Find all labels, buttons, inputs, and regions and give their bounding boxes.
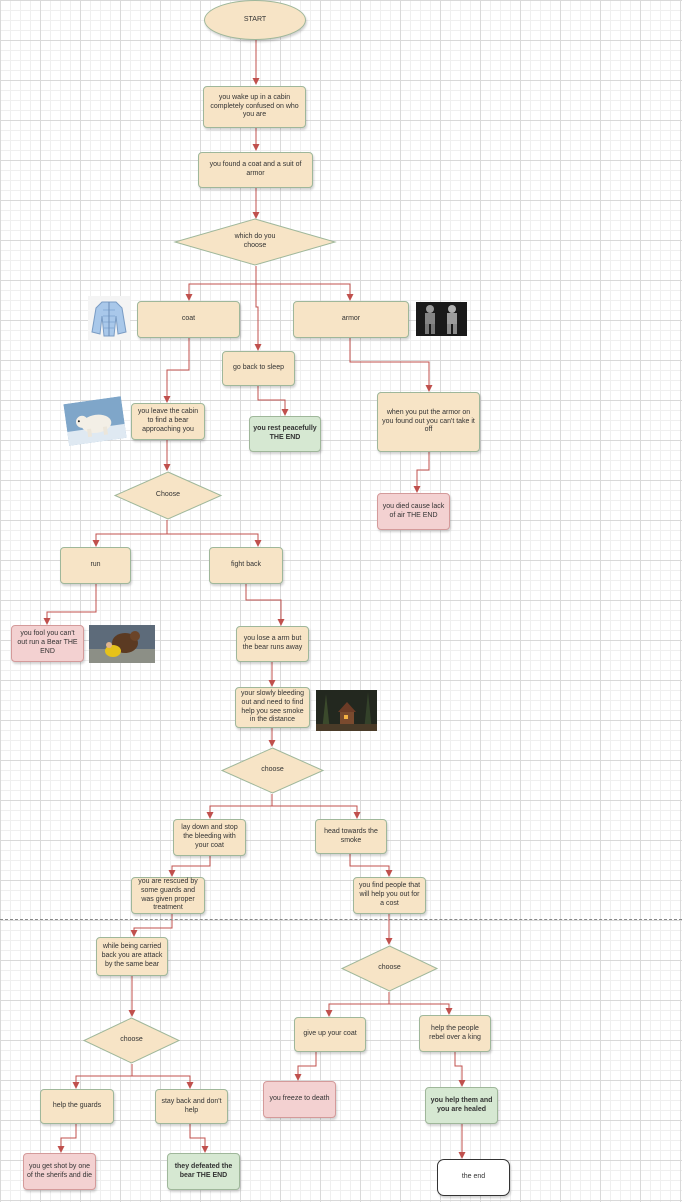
edge-rescued-carried (130, 914, 173, 937)
choose3-label: choose (120, 1036, 143, 1044)
edge-stuck-died (413, 452, 430, 493)
found-items-node[interactable]: you found a coat and a suit of armor (198, 152, 313, 188)
armor-node[interactable]: armor (293, 301, 409, 338)
edge-stay-defeated (189, 1124, 209, 1153)
choose3-diamond-shape (82, 1017, 181, 1064)
choose1-decision[interactable]: Choose (113, 471, 223, 520)
edge-choose1-fight (167, 533, 262, 547)
edge-guards-shot (57, 1124, 77, 1153)
edge-fight-losearm (245, 584, 285, 626)
edge-choose3-stay (132, 1075, 194, 1089)
edge-which-sleep (254, 266, 262, 351)
fight-back-node[interactable]: fight back (209, 547, 283, 584)
polar-bear-picture (63, 396, 127, 446)
leave-cabin-node[interactable]: you leave the cabin to find a bear appro… (131, 403, 205, 440)
edge-choose1-run (92, 520, 168, 547)
edge-laydown-rescued (168, 856, 211, 877)
choose3-decision[interactable]: choose (82, 1017, 181, 1064)
sleep-node[interactable]: go back to sleep (222, 351, 295, 386)
shot-end-node[interactable]: you get shot by one of the sherifs and d… (23, 1153, 96, 1190)
rest-end-node[interactable]: you rest peacefully THE END (249, 416, 321, 452)
edge-coat-leave (163, 338, 190, 403)
freeze-end-node[interactable]: you freeze to death (263, 1081, 336, 1118)
coat-node[interactable]: coat (137, 301, 240, 338)
edge-choose4-rebel (389, 1003, 453, 1015)
edge-armor-stuck (349, 338, 433, 392)
rebel-node[interactable]: help the people rebel over a king (419, 1015, 491, 1052)
armor-suits-picture (416, 302, 467, 336)
head-smoke-node[interactable]: head towards the smoke (315, 819, 387, 854)
run-node[interactable]: run (60, 547, 131, 584)
wake-node[interactable]: you wake up in a cabin completely confus… (203, 86, 306, 128)
edge-choose2-smoke (272, 805, 361, 819)
edge-choose2-laydown (206, 794, 273, 819)
choose1-label: Choose (155, 491, 181, 499)
died-end-node[interactable]: you died cause lack of air THE END (377, 493, 450, 530)
lay-down-node[interactable]: lay down and stop the bleeding with your… (173, 819, 246, 856)
lose-arm-node[interactable]: you lose a arm but the bear runs away (236, 626, 309, 662)
healed-node[interactable]: you help them and you are healed (425, 1087, 498, 1124)
help-guards-node[interactable]: help the guards (40, 1089, 114, 1124)
bear-attack-picture (89, 625, 155, 663)
choose4-diamond-shape (340, 945, 439, 992)
defeated-end-node[interactable]: they defeated the bear THE END (167, 1153, 240, 1190)
bleeding-node[interactable]: your slowly bleeding out and need to fin… (235, 687, 310, 728)
edge-smoke-people (349, 854, 393, 877)
give-coat-node[interactable]: give up your coat (294, 1017, 366, 1052)
people-help-node[interactable]: you find people that will help you out f… (353, 877, 426, 914)
edge-sleep-rest (257, 386, 289, 416)
cabin-forest-picture (316, 690, 377, 731)
rescued-node[interactable]: you are rescued by some guards and was g… (131, 877, 205, 914)
choose1-diamond-shape (113, 471, 223, 520)
stay-back-node[interactable]: stay back and don't help (155, 1089, 228, 1124)
edge-choose4-give (325, 992, 390, 1017)
which-decision[interactable]: which do you choose (173, 218, 337, 266)
fool-end-node[interactable]: you fool you can't out run a Bear THE EN… (11, 625, 84, 662)
choose4-decision[interactable]: choose (340, 945, 439, 992)
edge-choose3-guards (72, 1064, 133, 1089)
the-end-node[interactable]: the end (437, 1159, 510, 1196)
which-diamond-shape (173, 218, 337, 266)
edge-run-fool (43, 584, 97, 625)
choose2-decision[interactable]: choose (220, 747, 325, 794)
which-label: which do you choose (234, 233, 276, 249)
edge-rebel-healed (454, 1052, 466, 1087)
armor-stuck-node[interactable]: when you put the armor on you found out … (377, 392, 480, 452)
start-node[interactable]: START (204, 0, 306, 40)
puffer-coat-picture (88, 296, 130, 340)
choose2-diamond-shape (220, 747, 325, 794)
page-break-divider (0, 919, 682, 920)
carried-node[interactable]: while being carried back you are attack … (96, 937, 168, 976)
edge-give-freeze (294, 1052, 317, 1081)
choose4-label: choose (378, 964, 401, 972)
edge-which-armor (256, 283, 354, 301)
edge-which-coat (185, 266, 257, 301)
choose2-label: choose (261, 766, 284, 774)
